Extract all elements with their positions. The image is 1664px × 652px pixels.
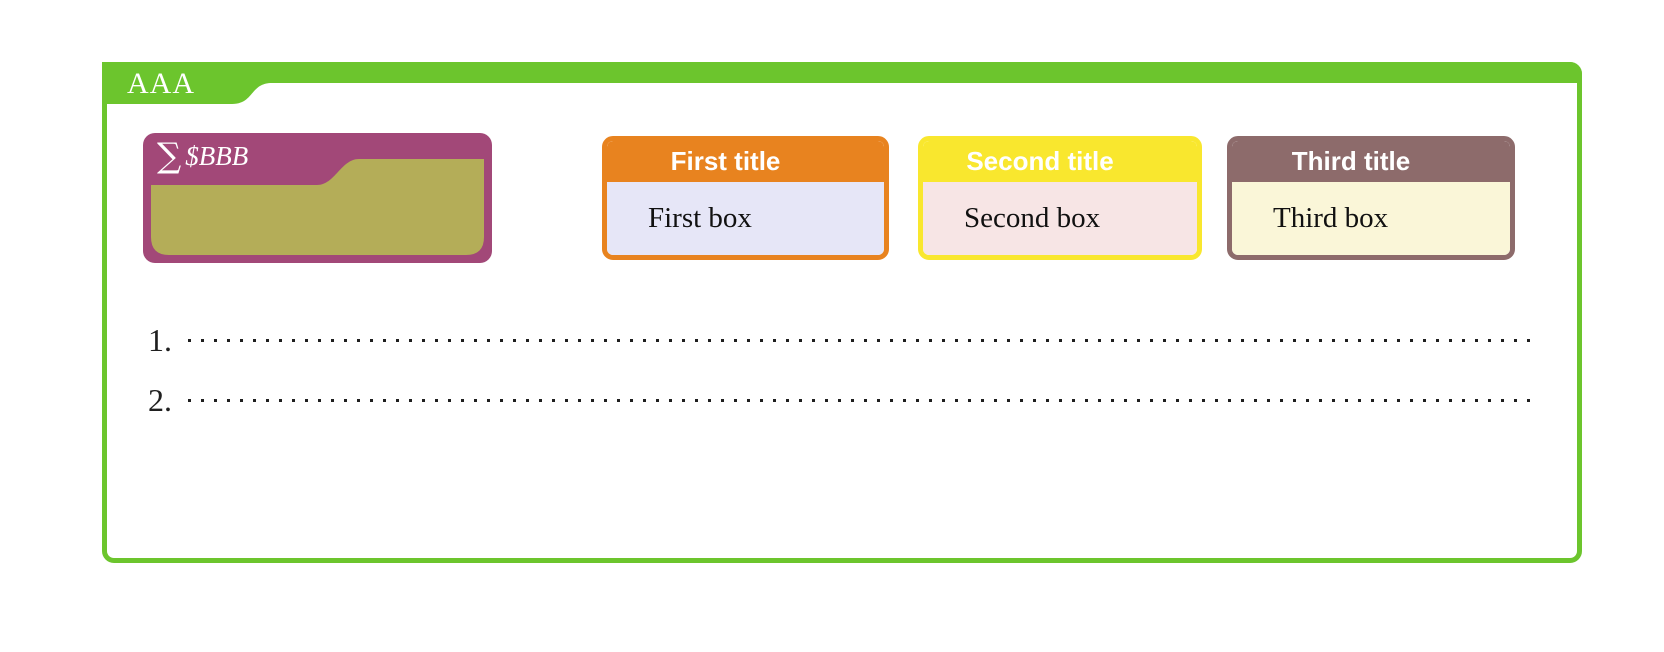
- info-box-first: First title First box: [602, 136, 889, 260]
- answer-line: 2.: [148, 382, 1537, 418]
- frame-title-tab-shape: [102, 62, 272, 104]
- dotted-leader: [188, 398, 1537, 402]
- info-box-body: Second box: [923, 182, 1197, 255]
- frame-top-bar: [102, 62, 1582, 83]
- folder-box: ∑ $BBB: [143, 133, 492, 263]
- line-number: 1.: [148, 321, 172, 358]
- document-frame: AAA ∑ $BBB First title First box Second …: [102, 62, 1582, 563]
- info-box-body: Third box: [1232, 182, 1510, 255]
- answer-line: 1.: [148, 322, 1537, 358]
- frame-title-tab: [102, 62, 272, 104]
- sum-icon: ∑: [157, 136, 182, 176]
- folder-box-body-shape: [151, 159, 484, 255]
- folder-box-title: ∑ $BBB: [157, 135, 248, 177]
- info-box-title: First title: [607, 141, 884, 182]
- dotted-leader: [188, 338, 1537, 342]
- line-number: 2.: [148, 381, 172, 418]
- info-box-title: Third title: [1232, 141, 1510, 182]
- frame-title: AAA: [127, 67, 195, 100]
- info-box-title: Second title: [923, 141, 1197, 182]
- info-box-second: Second title Second box: [918, 136, 1202, 260]
- info-box-third: Third title Third box: [1227, 136, 1515, 260]
- info-box-body: First box: [607, 182, 884, 255]
- folder-box-title-text: $BBB: [185, 141, 249, 171]
- folder-box-interior: [151, 159, 484, 255]
